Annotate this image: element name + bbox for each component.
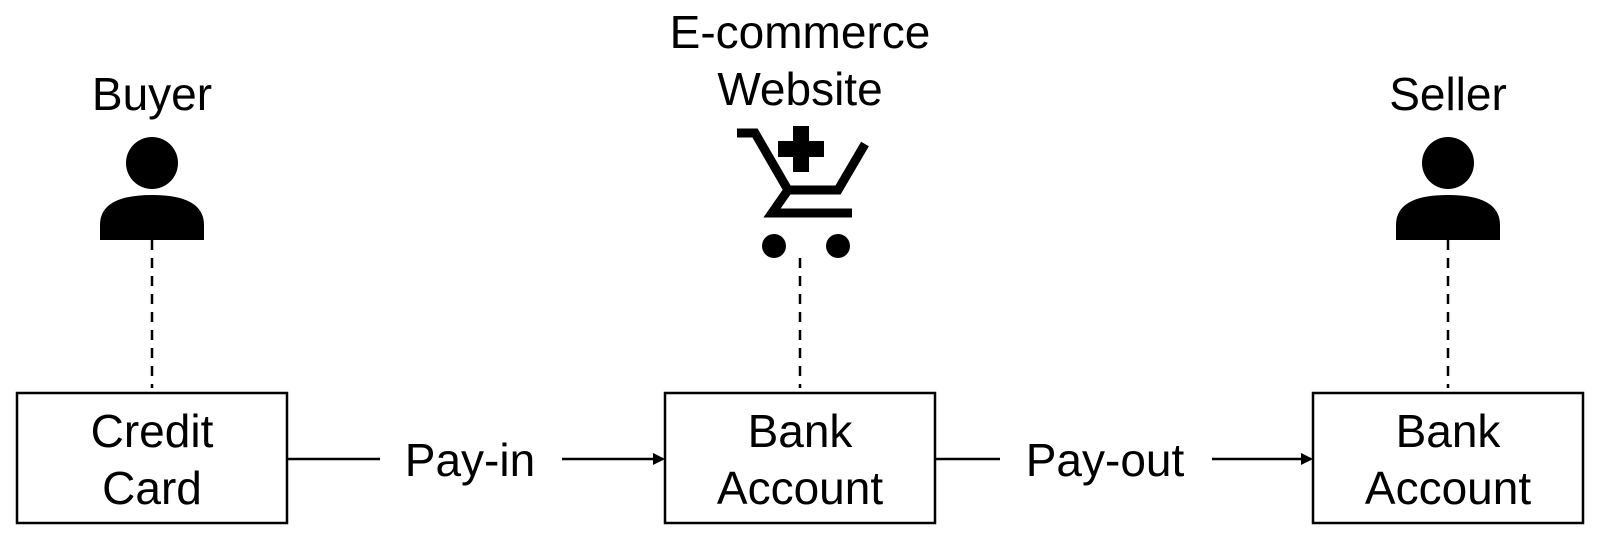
seller-bank-account-line1: Bank: [1396, 405, 1502, 457]
website-label-line2: Website: [717, 63, 882, 115]
credit-card-box-line2: Card: [102, 462, 202, 514]
seller-bank-account-line2: Account: [1365, 462, 1531, 514]
shopping-cart-add-icon: [737, 126, 869, 258]
credit-card-box: Credit Card: [15, 391, 289, 525]
seller-bank-account-box: Bank Account: [1311, 391, 1585, 525]
pay-out-label: Pay-out: [1026, 434, 1185, 486]
website-bank-account-box: Bank Account: [663, 391, 937, 525]
buyer-person-icon: [100, 137, 204, 240]
seller-label: Seller: [1389, 68, 1507, 120]
website-bank-account-line1: Bank: [748, 405, 854, 457]
pay-in-label: Pay-in: [405, 434, 535, 486]
buyer-label: Buyer: [92, 68, 212, 120]
seller-person-icon: [1396, 137, 1500, 240]
website-bank-account-line2: Account: [717, 462, 883, 514]
website-label-line1: E-commerce: [670, 6, 931, 58]
credit-card-box-line1: Credit: [91, 405, 214, 457]
